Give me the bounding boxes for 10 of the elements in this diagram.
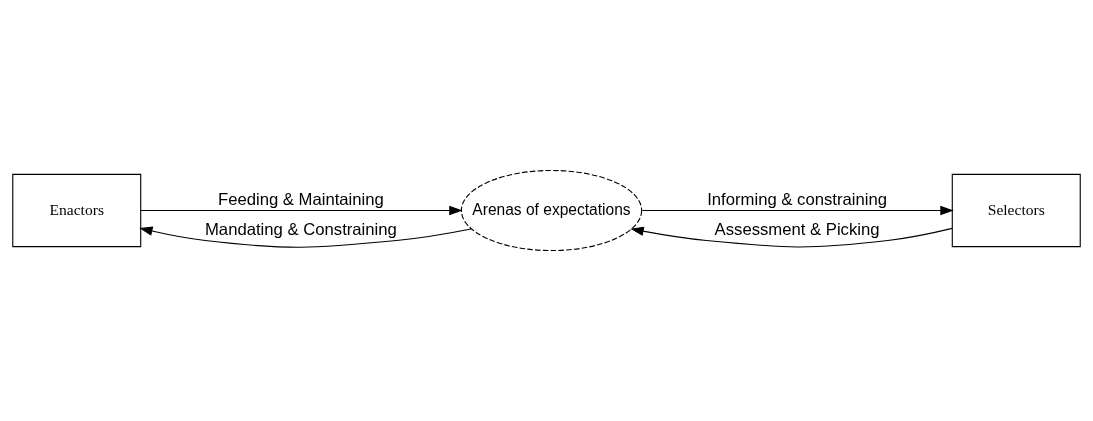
node-box: Selectors [951, 173, 1081, 248]
edge-label: Feeding & Maintaining [217, 189, 384, 209]
arrow [641, 205, 954, 216]
arrow [139, 226, 472, 248]
arrow [630, 226, 953, 248]
edge-label: Informing & constraining [707, 189, 887, 209]
edge-label: Mandating & Constraining [204, 219, 397, 239]
edge-label: Assessment & Picking [714, 219, 880, 239]
arrow [140, 205, 463, 216]
node-box: Enactors [12, 173, 142, 248]
